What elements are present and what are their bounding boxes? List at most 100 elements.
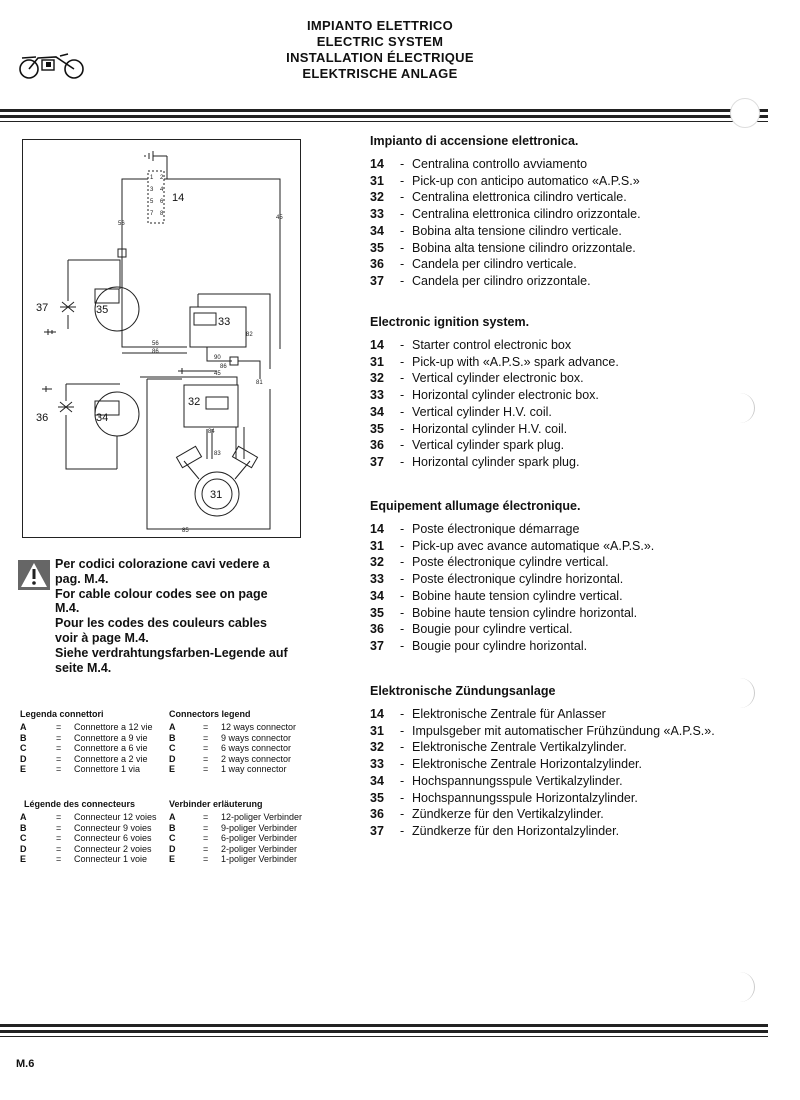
legend-item: 34 -Bobine haute tension cylindre vertica… [370,588,760,605]
punch-hole [732,678,755,708]
item-number: 34 [370,404,384,419]
item-number: 33 [370,207,384,222]
item-text: Zündkerze für den Vertikalzylinder. [412,807,604,822]
legend-key: B [169,822,176,833]
legend-value: Connecteur 1 voie [74,854,148,865]
legend-item: 35-Hochspannungsspule Horizontalzylinder… [370,790,760,807]
motorcycle-icon [16,48,88,85]
item-dash: - [400,157,405,171]
top-rule [0,109,768,112]
item-dash: - [400,338,405,352]
legend-item: 36-Vertical cylinder spark plug. [370,437,760,454]
legend-item: 36-Candela per cilindro verticale. [370,256,760,273]
item-text: Elektronische Zentrale für Anlasser [412,707,606,721]
legend-value: 2-poliger Verbinder [221,843,298,854]
wire-label: 85 [182,528,189,534]
component-35-label: 35 [96,304,108,316]
legend-key: E [20,764,27,775]
item-text: Bobine haute tension cylindre vertical. [412,588,623,603]
section-title: Elektronische Zündungsanlage [370,684,556,698]
legend-item: 32-Elektronische Zentrale Vertikalzylind… [370,739,760,756]
item-number: 34 [370,588,384,603]
item-text: Vertical cylinder spark plug. [412,438,565,453]
title-line-it: IMPIANTO ELETTRICO [307,18,453,33]
legend-equals: = [56,743,62,754]
legend-key: B [169,732,176,743]
legend-equals: = [56,822,62,833]
item-number: 32 [370,555,384,570]
legend-key: C [20,743,27,754]
item-number: 14 [370,338,384,352]
top-rule-2 [0,115,768,118]
legend-equals: = [203,732,209,743]
legend-equals: = [56,812,62,822]
legend-value: Connecteur 9 voies [74,822,152,833]
title-line-de: ELEKTRISCHE ANLAGE [302,66,458,81]
item-dash: - [400,190,405,205]
item-text: Pick-up avec avance automatique «A.P.S.»… [412,538,655,553]
legend-item: 32-Centralina elettronica cilindro verti… [370,189,760,206]
note-en: For cable colour codes see on page M.4. [55,586,268,616]
legend-equals: = [56,843,62,854]
item-text: Elektronische Zentrale Horizontalzylinde… [412,757,642,772]
legend-value: 9 ways connector [221,732,292,743]
legend-item: 32 -Poste électronique cylindre vertical. [370,554,760,571]
component-37-label: 37 [36,302,48,314]
item-number: 33 [370,757,384,772]
item-dash: - [400,438,405,453]
legend-key: C [169,743,176,754]
legend-equals: = [56,854,62,865]
item-number: 36 [370,622,384,637]
legend-value: Connettore a 12 vie [74,722,153,732]
item-text: Horizontal cylinder H.V. coil. [412,421,568,436]
legend-item: 37-Bougie pour cylindre horizontal. [370,638,760,655]
legend-title-it: Legenda connettori [20,709,104,719]
item-dash: - [400,555,405,570]
item-dash: - [400,807,405,822]
legend-item: 32-Vertical cylinder electronic box. [370,370,760,387]
legend-equals: = [203,812,209,822]
item-text: Poste électronique cylindre vertical. [412,555,609,570]
item-dash: - [400,273,405,288]
section-english: Electronic ignition system.14-Starter co… [370,315,760,471]
legend-value: 1-poliger Verbinder [221,854,298,865]
legend-key: E [169,854,176,865]
legend-item: 31-Pick-up with «A.P.S.» spark advance. [370,354,760,371]
item-number: 37 [370,823,384,838]
wire-label: 86 [220,364,227,370]
item-dash: - [400,638,405,653]
item-number: 31 [370,354,384,369]
pin-label: 7 [150,211,154,217]
item-number: 35 [370,605,384,620]
component-31-label: 31 [210,489,222,501]
item-dash: - [400,421,405,436]
item-text: Starter control electronic box [412,338,572,352]
pin-label: 5 [150,199,154,205]
wire-label: 45 [214,371,221,377]
item-text: Bobine haute tension cylindre horizontal… [412,605,638,620]
wire-label: 56 [152,341,159,347]
legend-key: E [20,854,27,865]
legend-item: 37-Zündkerze für den Horizontalzylinder. [370,823,760,840]
legend-item: 33-Centralina elettronica cilindro orizz… [370,206,760,223]
legend-equals: = [203,843,209,854]
wire-label: 86 [152,349,159,355]
item-text: Hochspannungsspule Vertikalzylinder. [412,773,623,788]
legend-value: Connettore a 6 vie [74,743,148,754]
item-text: Poste électronique démarrage [412,522,580,536]
item-number: 34 [370,223,384,238]
item-dash: - [400,588,405,603]
legend-item: 31-Impulsgeber mit automatischer Frühzün… [370,723,760,740]
legend-item: 33-Horizontal cylinder electronic box. [370,387,760,404]
wire-label: 81 [256,380,263,386]
legend-value: Connecteur 2 voies [74,843,152,854]
item-dash: - [400,572,405,587]
item-number: 37 [370,638,384,653]
warning-icon [18,560,50,590]
item-text: Vertical cylinder H.V. coil. [412,404,552,419]
pin-label: 8 [160,211,164,217]
